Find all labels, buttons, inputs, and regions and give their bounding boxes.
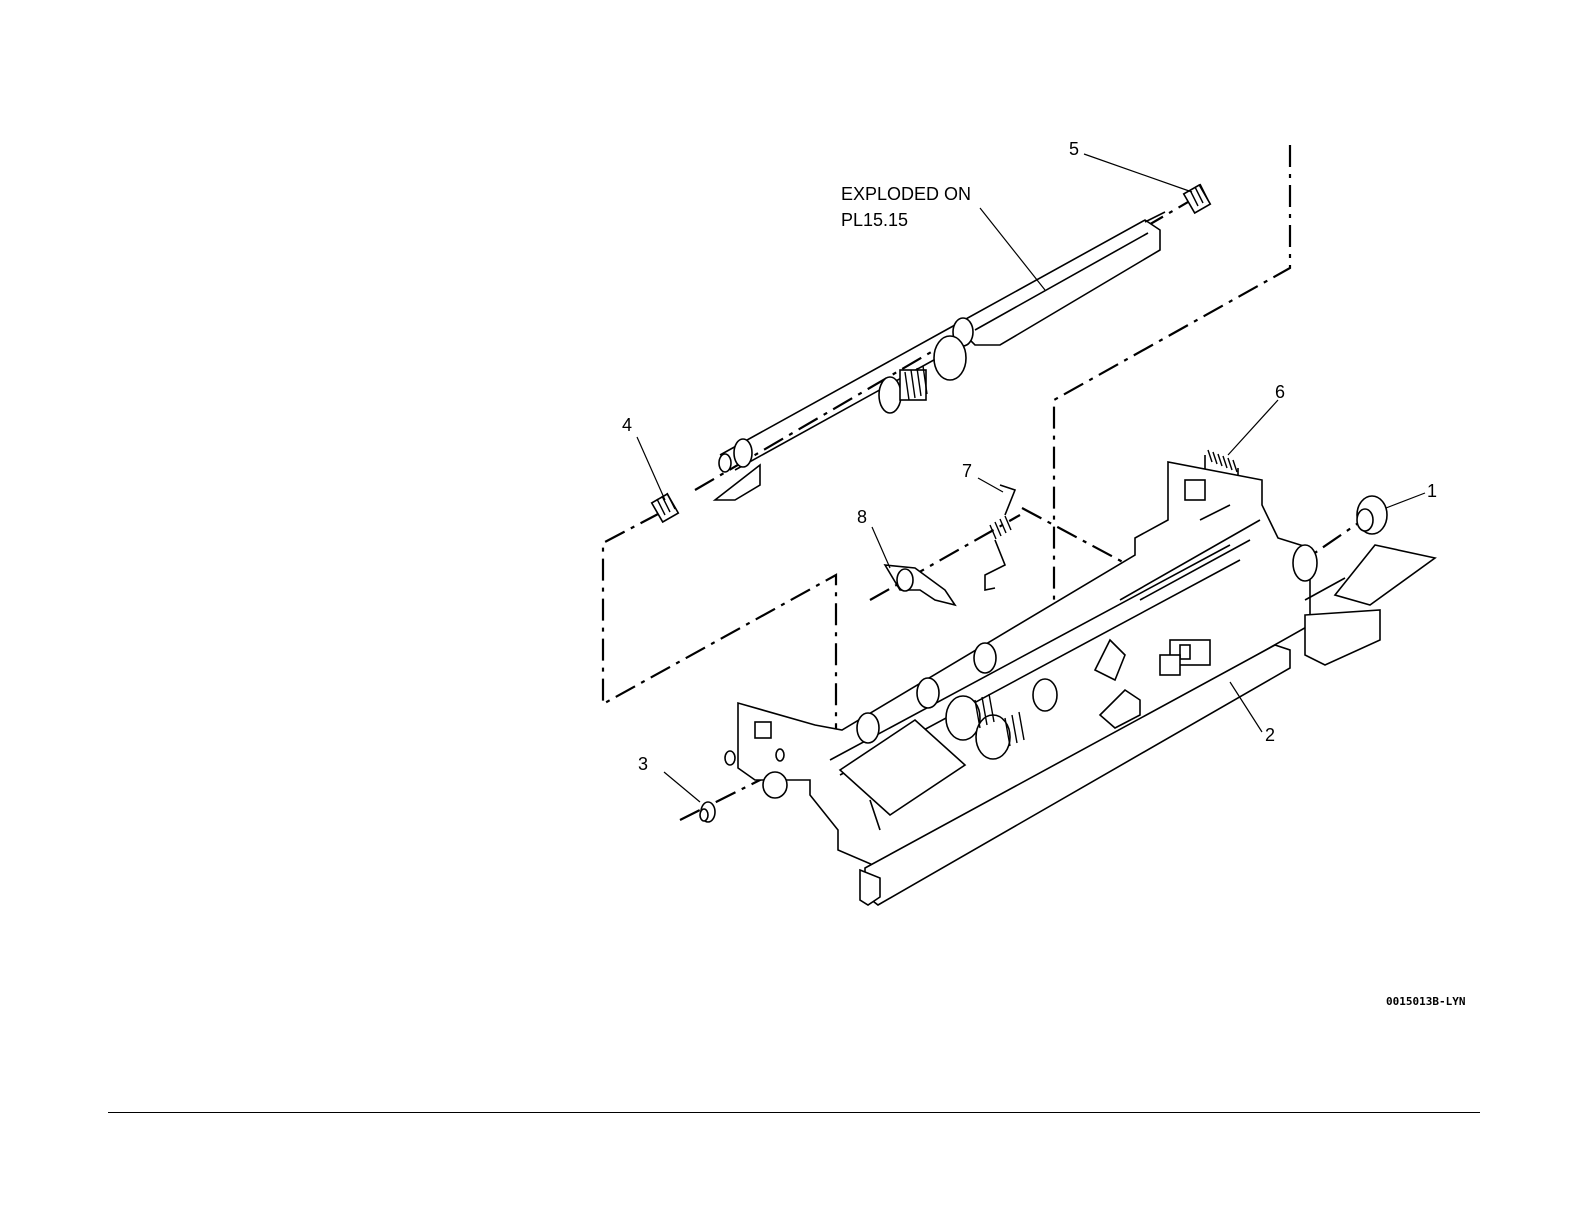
torsion-spring-part-7	[985, 485, 1015, 590]
collar-part-3	[700, 802, 715, 822]
callout-6: 6	[1275, 382, 1285, 402]
callout-5: 5	[1069, 139, 1079, 159]
spring-part-5	[1184, 184, 1211, 213]
bearing-part-1	[1357, 496, 1387, 534]
callout-7: 7	[962, 461, 972, 481]
spring-part-4	[652, 493, 679, 522]
footer-rule	[108, 1112, 1480, 1113]
feeder-frame-part-2	[725, 462, 1435, 905]
callout-3: 3	[638, 754, 648, 774]
exploded-note-line2: PL15.15	[841, 210, 908, 230]
callout-1: 1	[1427, 481, 1437, 501]
callout-8: 8	[857, 507, 867, 527]
callout-4: 4	[622, 415, 632, 435]
exploded-note-line1: EXPLODED ON	[841, 184, 971, 204]
callout-2: 2	[1265, 725, 1275, 745]
roller-assembly	[715, 212, 1165, 500]
figure-code: 0015013B-LYN	[1386, 995, 1465, 1008]
